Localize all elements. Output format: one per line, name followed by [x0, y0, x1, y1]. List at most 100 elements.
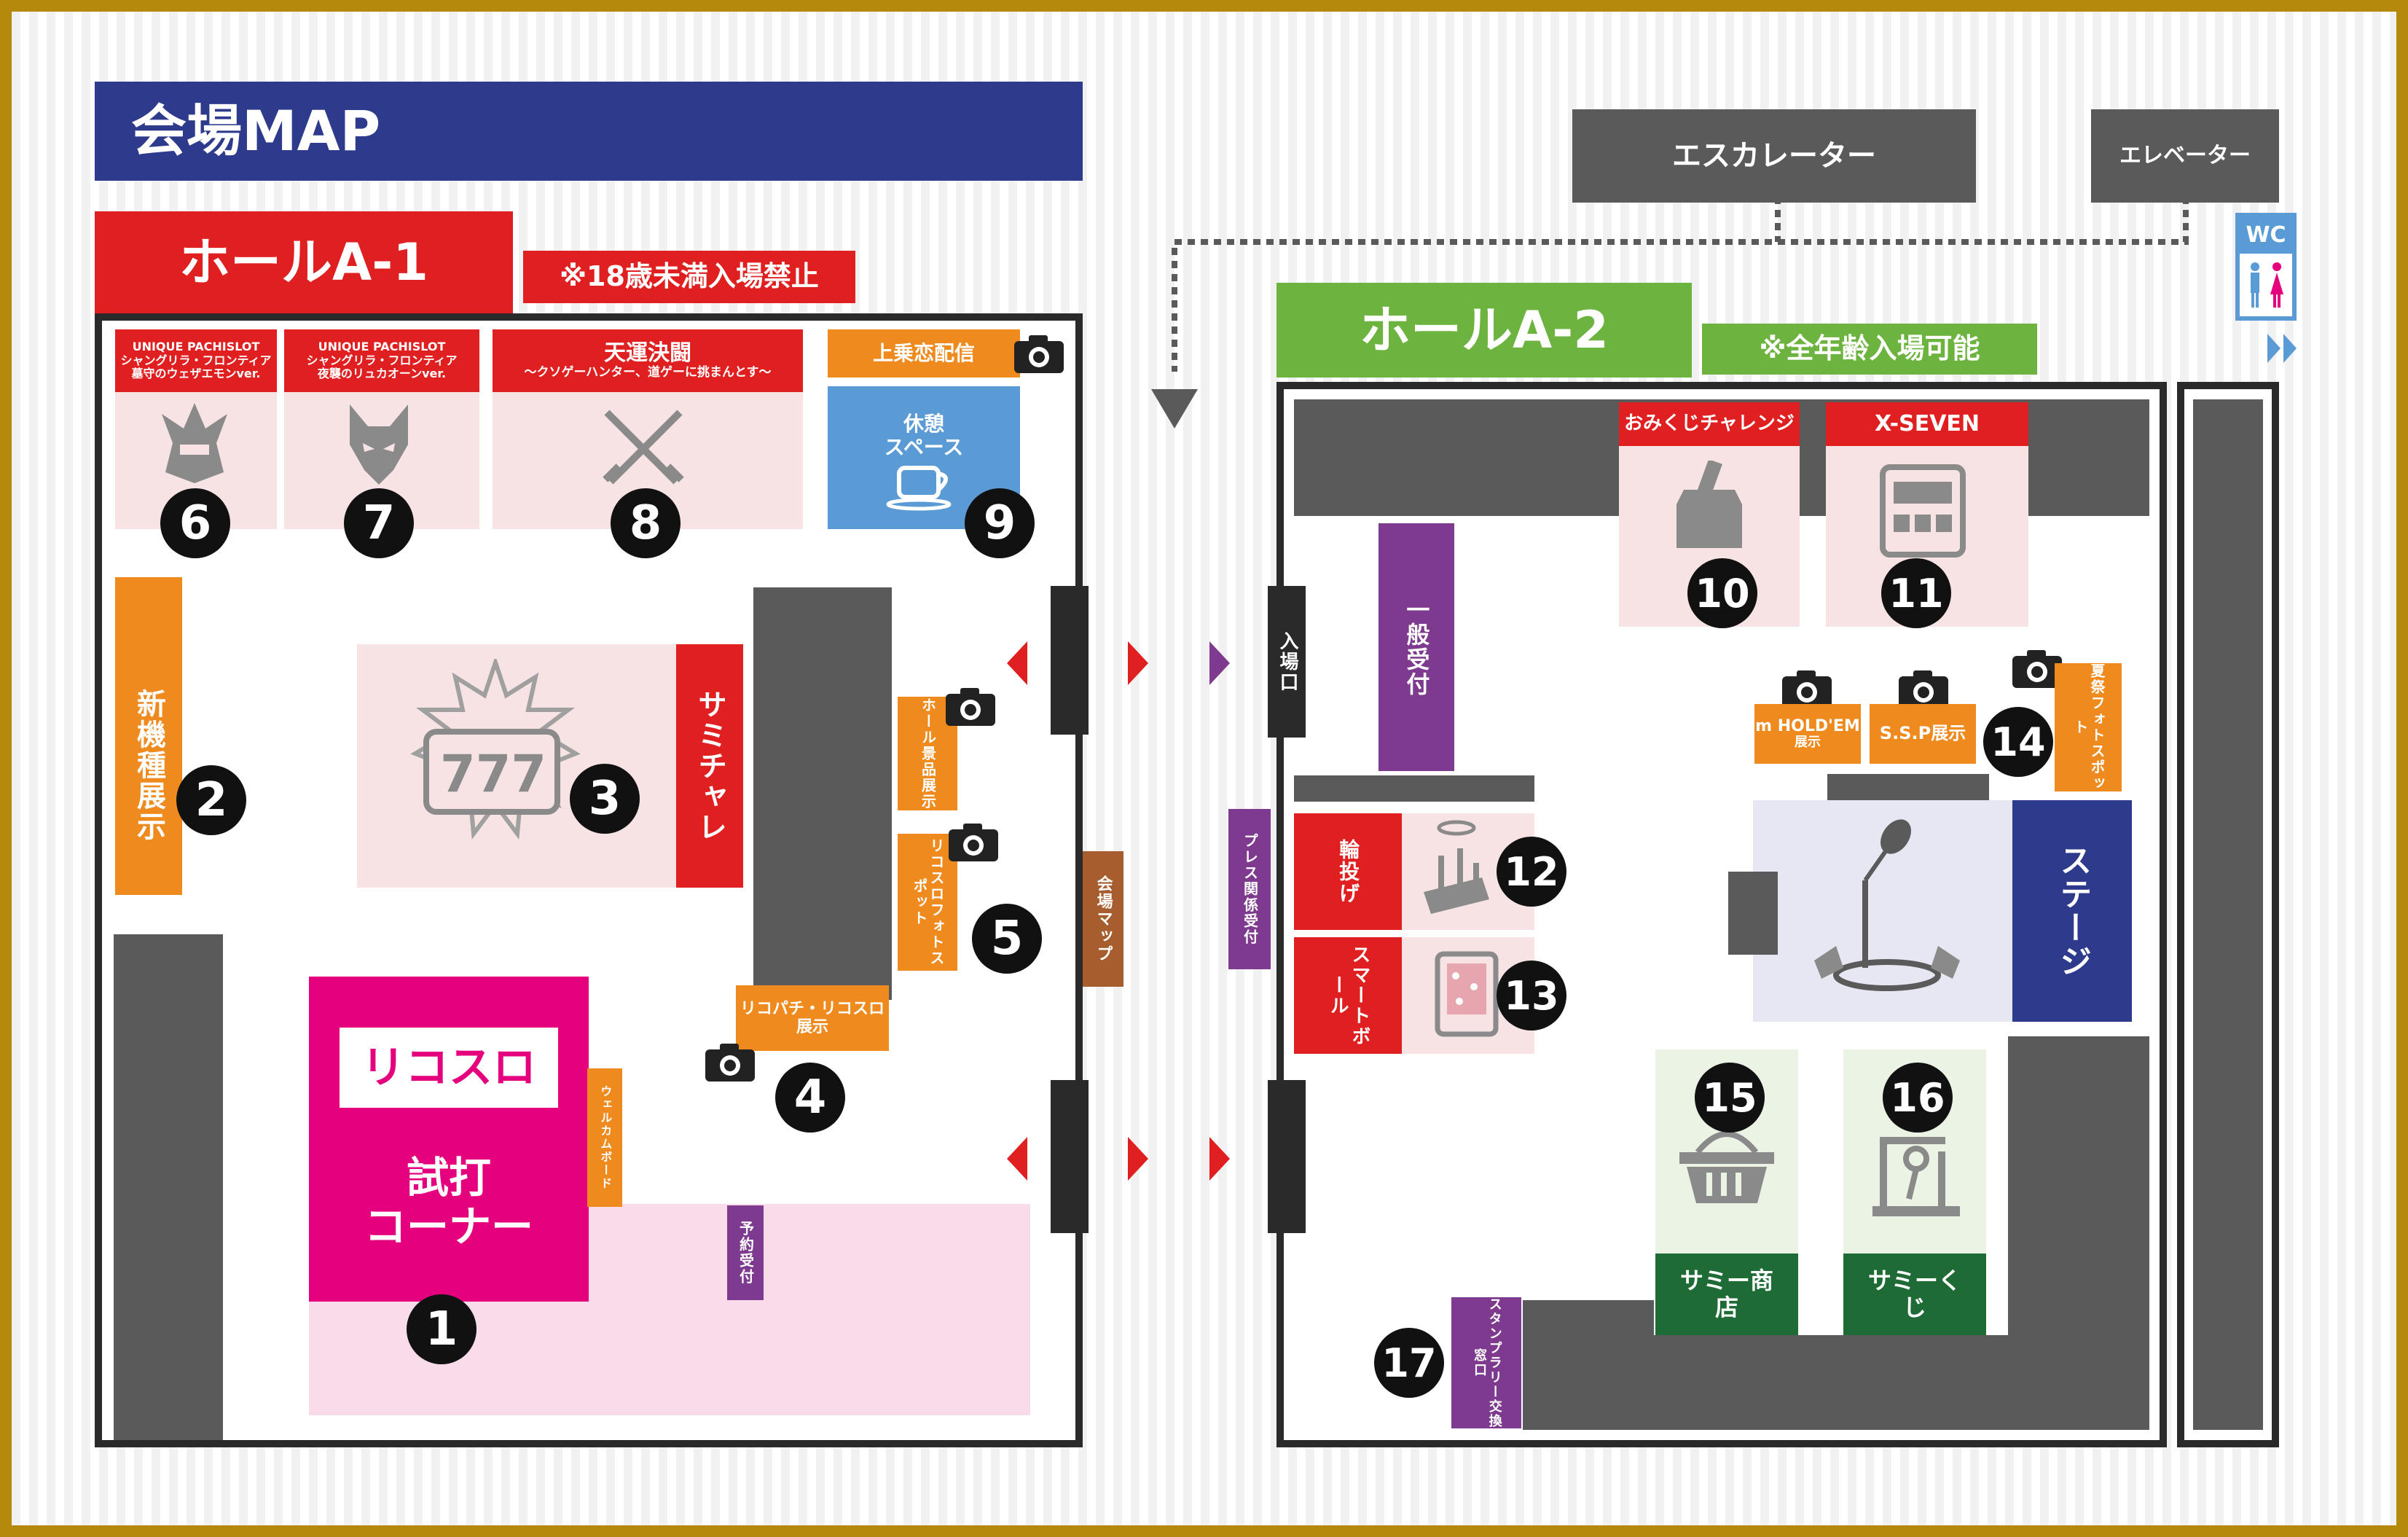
booth-16-label: サミーくじ: [1843, 1254, 1986, 1335]
booth-15-label-text: サミー商店: [1679, 1267, 1773, 1321]
hall-a2-notice: ※全年齢入場可能: [1702, 324, 2037, 375]
booth-6-line1: UNIQUE PACHISLOT: [132, 340, 260, 354]
booth-5-photo[interactable]: リコスロフォトスポット: [898, 834, 957, 971]
entrance-label: 入場口: [1276, 631, 1298, 692]
stage-label: ステージ: [2012, 800, 2132, 1022]
booth-8-line1: 天運決闘: [604, 340, 691, 366]
reserve-desk[interactable]: 予約受付: [727, 1205, 764, 1300]
elevator-label: エレベーター: [2091, 109, 2279, 203]
booth-3-number: 3: [570, 764, 640, 834]
booth-5-photo-text: リコスロフォトスポット: [911, 838, 945, 966]
booth-13-text: スマートボール: [1327, 945, 1370, 1047]
crane-icon: [1865, 1122, 1967, 1224]
reserve-desk-text: 予約受付: [737, 1221, 755, 1285]
booth-14-holdem-line1: m HOLD'EM: [1755, 717, 1860, 735]
booth-12-label[interactable]: 輪投げ: [1294, 813, 1402, 930]
booth-7-line3: 夜襲のリュカオーンver.: [317, 367, 447, 381]
booth-8-line2: ～クソゲーハンター、道ゲーに挑まんとす～: [524, 365, 772, 380]
booth-13-number: 13: [1497, 961, 1566, 1030]
press-desk-text: プレス関係受付: [1241, 833, 1259, 945]
stage-right-wall: [2008, 1036, 2149, 1430]
stage-back-wall: [1827, 774, 1989, 800]
booth-9-line1: 休憩: [903, 412, 944, 436]
camera-icon[interactable]: [1781, 669, 1833, 710]
crossed-swords-icon: [596, 405, 691, 493]
microphone-icon: [1807, 815, 1967, 997]
booth-14-holdem-line2: 展示: [1795, 735, 1821, 751]
booth-9-header: 上乗恋配信: [828, 329, 1020, 378]
bottom-wall-a2-step: [1523, 1300, 1654, 1344]
general-desk-text: 一般受付: [1403, 598, 1431, 697]
booth-1-number: 1: [407, 1294, 476, 1364]
svg-text:777: 777: [440, 744, 546, 804]
booth-6-number: 6: [160, 488, 230, 558]
press-desk[interactable]: プレス関係受付: [1228, 809, 1271, 969]
slot-reel-icon: 777: [408, 655, 583, 841]
booth-17-label[interactable]: スタンプラリー交換窓口: [1451, 1297, 1521, 1428]
booth-12-number: 12: [1497, 837, 1566, 907]
stage-label-text: ステージ: [2054, 844, 2092, 978]
booth-15-number: 15: [1695, 1063, 1765, 1133]
booth-2-label[interactable]: 新機種展示: [115, 577, 182, 895]
booth-14-summer[interactable]: 夏祭フォトスポット: [2055, 663, 2122, 791]
arrow-right-icon: [2267, 334, 2302, 363]
booth-14-ssp[interactable]: S.S.P展示: [1870, 704, 1976, 764]
booth-6-line3: 墓守のウェザエモンver.: [131, 367, 261, 381]
booth-9-line2: スペース: [884, 435, 964, 460]
camera-icon[interactable]: [1013, 334, 1065, 375]
booth-4-label[interactable]: リコパチ・リコスロ 展示: [736, 985, 889, 1051]
booth-15-label: サミー商店: [1655, 1254, 1798, 1335]
booth-16-number: 16: [1883, 1063, 1953, 1133]
booth-10-number: 10: [1687, 558, 1757, 628]
booth-14-summer-text: 夏祭フォトスポット: [2071, 663, 2106, 791]
venue-map-board-text: 会場マップ: [1094, 875, 1113, 963]
basket-icon: [1676, 1127, 1778, 1207]
slot-machine-icon: [1875, 464, 1970, 558]
camera-icon[interactable]: [944, 687, 997, 727]
camera-icon[interactable]: [2011, 649, 2063, 689]
camera-icon[interactable]: [947, 822, 1000, 863]
omikuji-box-icon: [1673, 459, 1746, 555]
camera-icon[interactable]: [1897, 669, 1950, 710]
booth-3-label[interactable]: サミチャレ: [676, 644, 743, 888]
booth-14-holdem[interactable]: m HOLD'EM 展示: [1754, 704, 1861, 764]
hall-a2-title: ホールA-2: [1276, 283, 1692, 378]
stage-speaker: [1728, 872, 1778, 955]
title-bar: [95, 82, 1083, 181]
coffee-cup-icon: [886, 461, 959, 512]
venue-map-board[interactable]: 会場マップ: [1083, 851, 1123, 987]
general-desk[interactable]: 一般受付: [1378, 523, 1454, 771]
welcome-board[interactable]: ウェルカムボード: [587, 1068, 622, 1207]
booth-9-number: 9: [965, 488, 1035, 558]
booth-1-line1: 試打: [406, 1153, 491, 1203]
booth-4-line2: 展示: [796, 1018, 828, 1036]
booth-1-line2: コーナー: [364, 1202, 533, 1251]
booth-6-header: UNIQUE PACHISLOT シャングリラ・フロンティア 墓守のウェザエモン…: [115, 329, 277, 392]
booth-13-label[interactable]: スマートボール: [1294, 937, 1402, 1054]
booth-17-text: スタンプラリー交換窓口: [1472, 1297, 1502, 1428]
booth-11-number: 11: [1881, 558, 1951, 628]
booth-7-line1: UNIQUE PACHISLOT: [318, 340, 446, 354]
booth-8-number: 8: [611, 488, 681, 558]
booth-7-line2: シャングリラ・フロンティア: [306, 353, 458, 367]
booth-4-line1: リコパチ・リコスロ: [740, 999, 885, 1018]
wolf-icon: [335, 401, 423, 488]
booth-2-number: 2: [176, 765, 246, 835]
booth-6-line2: シャングリラ・フロンティア: [120, 353, 272, 367]
booth-17-number: 17: [1374, 1328, 1444, 1398]
escalator-label: エスカレーター: [1572, 109, 1976, 203]
booth-11-header: X-SEVEN: [1826, 402, 2028, 446]
entrance-door[interactable]: 入場口: [1268, 586, 1306, 738]
welcome-board-text: ウェルカムボード: [598, 1085, 613, 1190]
partition-wall: [753, 587, 892, 1000]
booth-7-header: UNIQUE PACHISLOT シャングリラ・フロンティア 夜襲のリュカオーン…: [284, 329, 479, 392]
samurai-helmet-icon: [154, 399, 235, 487]
wc-label: WC: [2240, 217, 2292, 254]
page-title: 会場MAP: [131, 98, 381, 164]
hall-a1-notice: ※18歳未満入場禁止: [523, 251, 855, 303]
camera-icon[interactable]: [704, 1042, 756, 1083]
booth-2-text: 新機種展示: [132, 689, 165, 842]
booth-3-text: サミチャレ: [693, 689, 726, 842]
right-corridor-wall: [2193, 399, 2263, 1430]
booth-8-header: 天運決闘 ～クソゲーハンター、道ゲーに挑まんとす～: [493, 329, 803, 392]
